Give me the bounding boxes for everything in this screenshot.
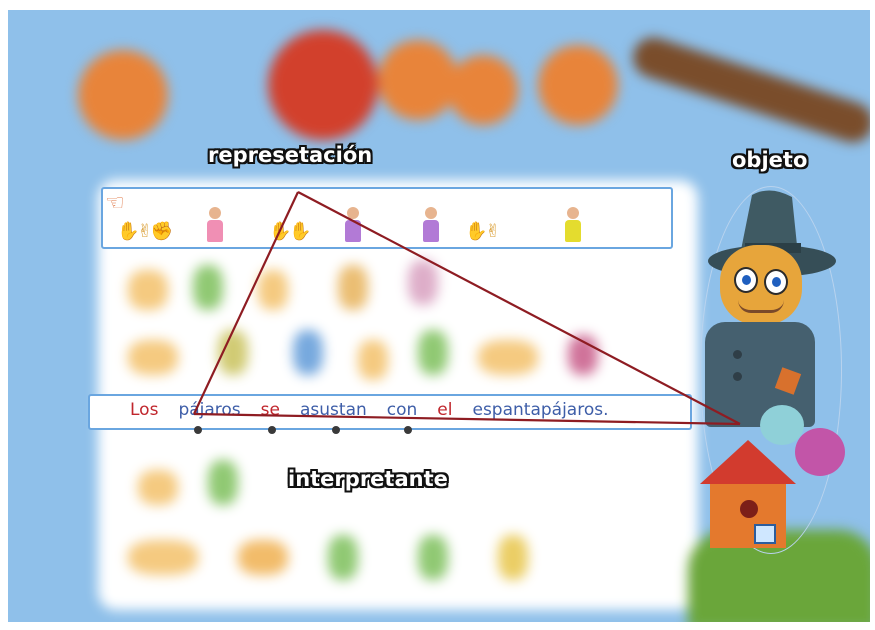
sentence-word: asustan — [300, 400, 367, 420]
coat-button-icon — [733, 372, 742, 381]
sign-dot-icon — [332, 426, 340, 434]
sentence-word: Los — [130, 400, 159, 420]
sign-image-placeholder — [478, 340, 538, 375]
child-illustration — [268, 30, 378, 140]
representation-label: represetación — [208, 143, 373, 167]
sentence-word: el — [437, 400, 453, 420]
child-illustration — [78, 50, 168, 140]
sentence-word: con — [386, 400, 418, 420]
bird-icon — [760, 405, 804, 445]
pointing-hand-icon: ☜ — [105, 191, 125, 216]
sentence-text: Los pájaros se asustan con el espantapáj… — [130, 398, 609, 422]
sentence-word: pájaros — [178, 400, 241, 420]
sign-image-placeholder — [128, 270, 168, 310]
sign-image-placeholder — [328, 535, 358, 580]
sign-dot-icon — [268, 426, 276, 434]
tree-branch-decoration — [627, 32, 870, 148]
sentence-word: se — [260, 400, 280, 420]
sentence-word: espantapájaros. — [472, 400, 609, 420]
sign-image-placeholder — [238, 540, 288, 575]
sign-image-placeholder — [418, 535, 448, 580]
hand-sign-icon: ✋✋ — [269, 221, 312, 242]
interpretant-label: interpretante — [288, 467, 448, 491]
sign-dot-icon — [404, 426, 412, 434]
representation-panel: ☜ ✋✌✊ ✋✋ ✋✌ — [101, 187, 673, 249]
child-illustration — [448, 55, 518, 125]
sign-image-placeholder — [128, 540, 198, 575]
sign-image-placeholder — [138, 470, 178, 505]
coat-button-icon — [733, 350, 742, 359]
sign-image-placeholder — [408, 260, 438, 305]
sign-image-placeholder — [358, 340, 388, 380]
scarecrow-eye-icon — [764, 269, 788, 295]
sign-image-placeholder — [208, 460, 238, 505]
child-illustration — [378, 40, 458, 120]
object-label: objeto — [732, 148, 808, 172]
scarecrow-mouth — [738, 300, 784, 313]
sign-image-placeholder — [568, 335, 598, 375]
scarecrow-eye-icon — [734, 267, 758, 293]
person-sign-icon — [207, 207, 223, 243]
sign-image-placeholder — [338, 265, 368, 310]
hand-sign-icon: ✋✌✊ — [117, 221, 173, 242]
sign-image-placeholder — [498, 535, 528, 580]
birdhouse-icon — [700, 440, 796, 550]
sign-image-placeholder — [258, 270, 288, 310]
bird-icon — [795, 428, 845, 476]
person-sign-icon — [565, 207, 581, 243]
sign-image-placeholder — [218, 330, 248, 375]
hand-sign-icon: ✋✌ — [465, 221, 500, 242]
person-sign-icon — [345, 207, 361, 243]
sign-image-placeholder — [193, 265, 223, 310]
scarecrow-face — [720, 245, 802, 325]
person-sign-icon — [423, 207, 439, 243]
sign-dot-icon — [194, 426, 202, 434]
sign-image-placeholder — [293, 330, 323, 375]
sign-image-placeholder — [128, 340, 178, 375]
sign-image-placeholder — [418, 330, 448, 375]
child-illustration — [538, 45, 618, 125]
